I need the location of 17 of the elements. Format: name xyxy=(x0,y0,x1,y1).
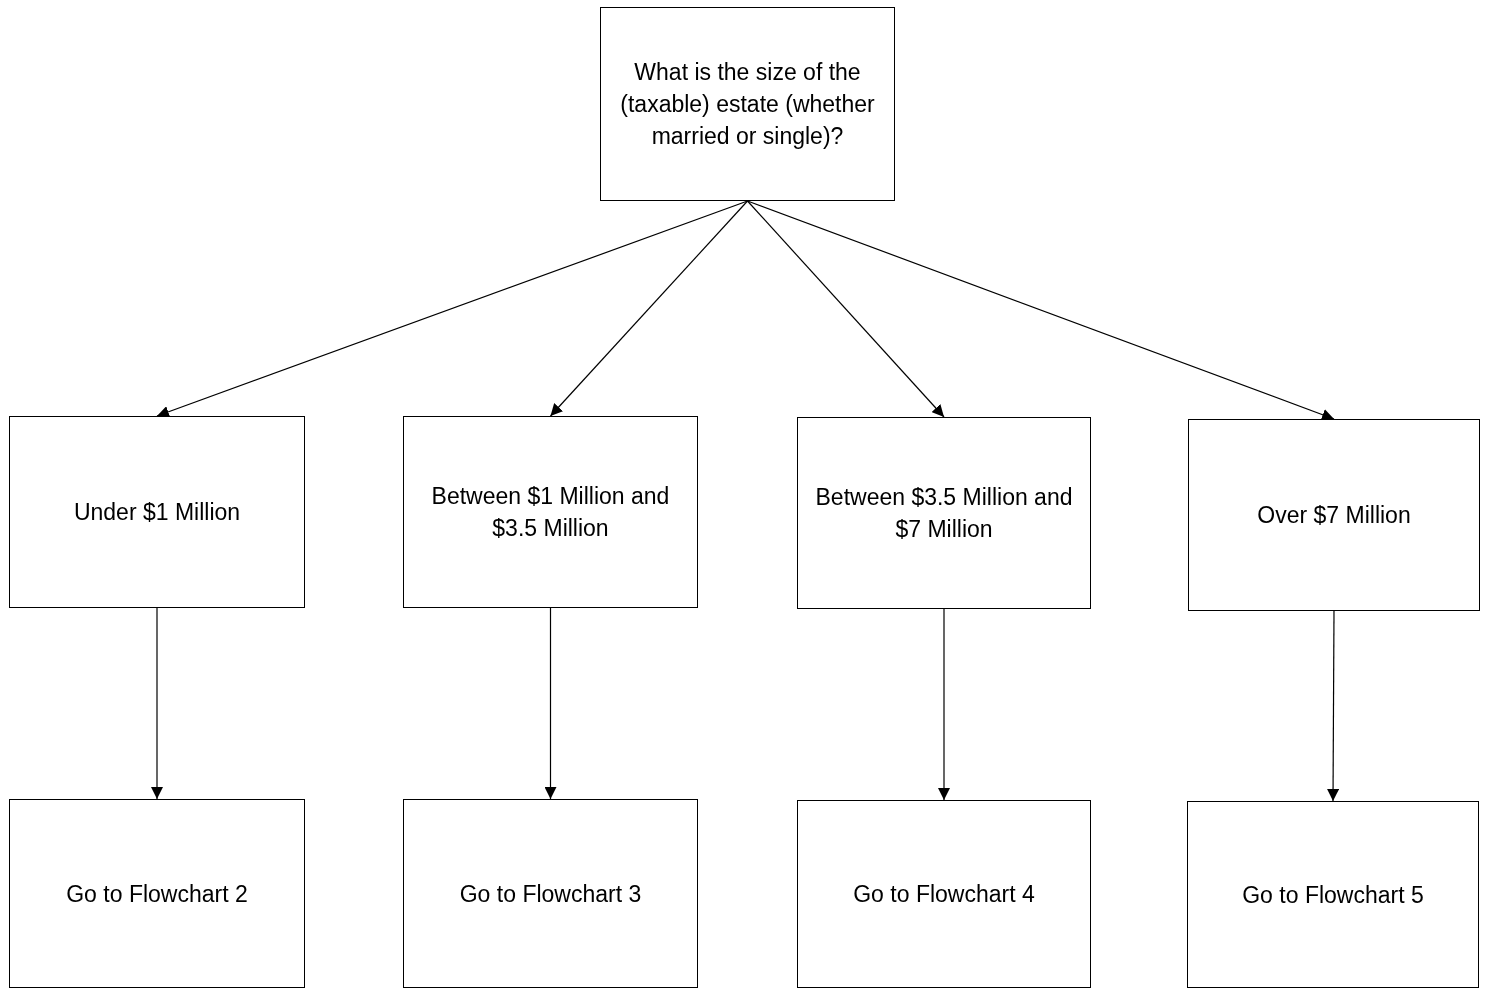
process-box: Over $7 Million xyxy=(1188,419,1480,611)
process-box: Go to Flowchart 2 xyxy=(9,799,305,988)
process-box: Under $1 Million xyxy=(9,416,305,608)
process-box: Go to Flowchart 4 xyxy=(797,800,1091,988)
process-box: Go to Flowchart 3 xyxy=(403,799,698,988)
arrow xyxy=(156,200,749,418)
arrow xyxy=(746,200,1335,421)
process-box: Between $3.5 Million and $7 Million xyxy=(797,417,1091,609)
question-box: What is the size of the (taxable) estate (whether married or single)? xyxy=(600,7,895,201)
arrow xyxy=(1327,610,1340,802)
process-box: Between $1 Million and $3.5 Million xyxy=(403,416,698,608)
process-box: Go to Flowchart 5 xyxy=(1187,801,1479,988)
arrow xyxy=(938,608,950,801)
arrow xyxy=(746,200,945,418)
arrow xyxy=(544,607,557,800)
arrow xyxy=(549,200,749,417)
arrow xyxy=(151,607,163,800)
